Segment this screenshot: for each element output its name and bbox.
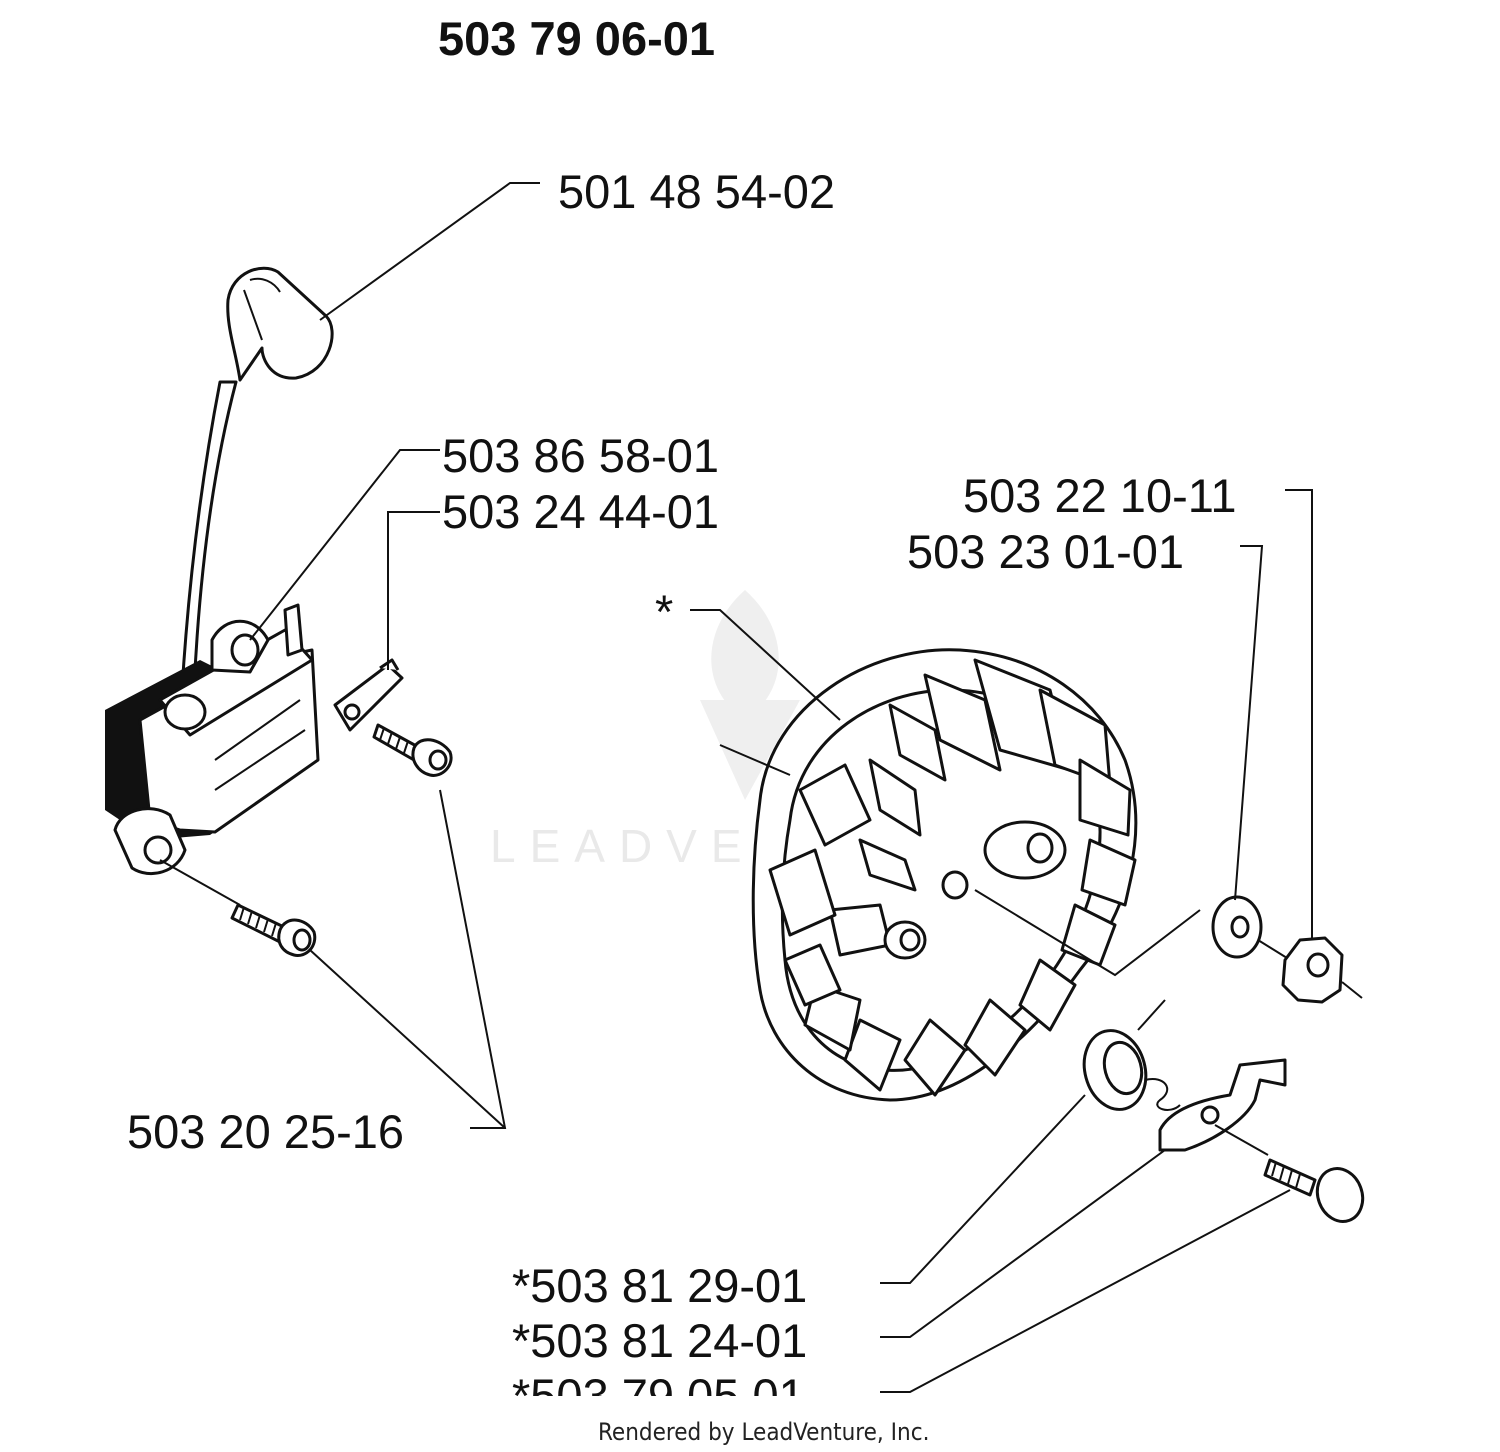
label-pawl: *503 81 24-01 xyxy=(512,1314,807,1367)
label-flywheel: * xyxy=(655,585,673,638)
flywheel-key-line xyxy=(719,744,791,776)
diagram-title: 503 79 06-01 xyxy=(438,12,715,65)
shaft-leader xyxy=(974,889,1201,977)
leader-lines-left xyxy=(159,182,540,1129)
watermark-logo-icon xyxy=(700,590,800,800)
label-coil-a: 503 86 58-01 xyxy=(442,429,719,482)
label-screws: 503 20 25-16 xyxy=(127,1105,404,1158)
leader-lines-right xyxy=(690,489,1313,1393)
bottom-crop xyxy=(0,1396,1500,1452)
label-spring: *503 81 29-01 xyxy=(512,1259,807,1312)
starter-spring xyxy=(1082,999,1181,1111)
footer-credit: Rendered by LeadVenture, Inc. xyxy=(598,1418,929,1446)
washer xyxy=(1211,895,1263,959)
coil-screw-upper xyxy=(372,723,453,777)
ignition-coil xyxy=(105,603,320,876)
label-nut: 503 22 10-11 xyxy=(963,469,1237,522)
ignition-lead-cap xyxy=(226,266,334,382)
label-ignition-lead: 501 48 54-02 xyxy=(558,165,835,218)
terminal-clip xyxy=(333,658,404,732)
nut xyxy=(1257,936,1363,1004)
flywheel xyxy=(751,648,1138,1102)
starter-pawl xyxy=(1158,1058,1287,1152)
label-washer: 503 23 01-01 xyxy=(907,525,1184,578)
coil-screw-lower xyxy=(230,903,317,957)
flywheel-fins xyxy=(803,658,1137,1097)
pawl-screw xyxy=(1214,1124,1365,1223)
label-coil-b: 503 24 44-01 xyxy=(442,485,719,538)
